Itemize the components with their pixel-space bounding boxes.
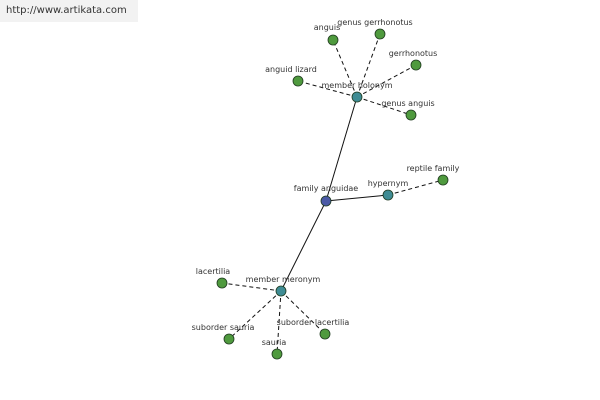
label-hypernym: hypernym (368, 179, 409, 188)
edge-hypernym-reptile-family (387, 179, 444, 196)
label-sauria: sauria (262, 338, 287, 347)
node-suborder-lacertilia[interactable] (319, 328, 331, 340)
edge-family-anguidae-member-meronym (280, 200, 327, 292)
edge-member-holonym-genus-anguis (356, 96, 412, 116)
label-lacertilia: lacertilia (196, 267, 231, 276)
edge-member-meronym-lacertilia (221, 282, 282, 292)
edge-family-anguidae-member-holonym (325, 96, 358, 202)
edge-member-holonym-anguis (332, 39, 358, 98)
edge-member-holonym-anguid-lizard (297, 80, 358, 98)
label-family-anguidae: family anguidae (294, 184, 359, 193)
node-anguis[interactable] (327, 34, 339, 46)
node-lacertilia[interactable] (216, 277, 228, 289)
label-suborder-lacertilia: suborder lacertilia (277, 318, 350, 327)
label-anguis: anguis (314, 23, 341, 32)
label-reptile-family: reptile family (407, 164, 460, 173)
node-member-meronym[interactable] (275, 285, 287, 297)
edge-member-meronym-suborder-sauria (228, 290, 282, 340)
node-genus-gerrhonotus[interactable] (374, 28, 386, 40)
edge-member-meronym-suborder-lacertilia (280, 290, 326, 335)
label-gerrhonotus: gerrhonotus (389, 49, 438, 58)
node-reptile-family[interactable] (437, 174, 449, 186)
node-anguid-lizard[interactable] (292, 75, 304, 87)
label-member-meronym: member meronym (246, 275, 321, 284)
label-member-holonym: member holonym (321, 81, 392, 90)
label-anguid-lizard: anguid lizard (265, 65, 317, 74)
label-suborder-sauria: suborder sauria (192, 323, 255, 332)
node-member-holonym[interactable] (351, 91, 363, 103)
label-genus-gerrhonotus: genus gerrhonotus (337, 18, 412, 27)
edge-family-anguidae-hypernym (325, 194, 389, 202)
source-url: http://www.artikata.com (0, 0, 138, 22)
node-genus-anguis[interactable] (405, 109, 417, 121)
node-sauria[interactable] (271, 348, 283, 360)
edges (221, 33, 444, 355)
edge-member-meronym-sauria (276, 290, 282, 355)
node-suborder-sauria[interactable] (223, 333, 235, 345)
node-hypernym[interactable] (382, 189, 394, 201)
node-gerrhonotus[interactable] (410, 59, 422, 71)
nodes (216, 28, 449, 360)
node-family-anguidae[interactable] (320, 195, 332, 207)
label-genus-anguis: genus anguis (381, 99, 434, 108)
